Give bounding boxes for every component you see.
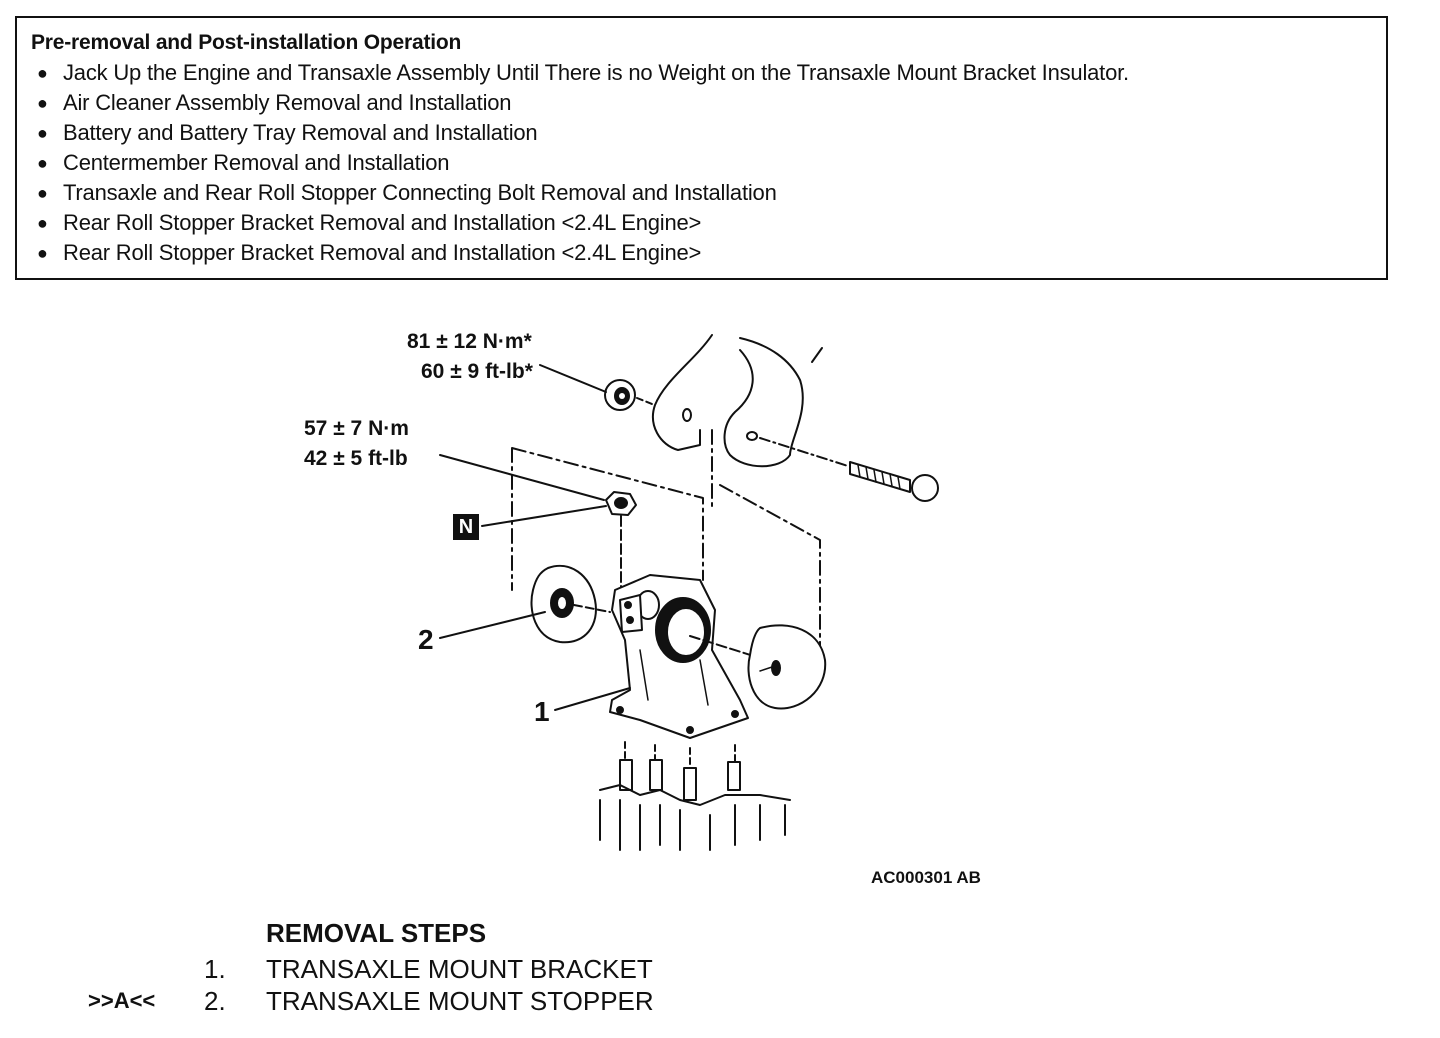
mid-nut-icon: [605, 491, 637, 516]
leader-line: [481, 505, 607, 527]
torque-label-top-ftlb: 60 ± 9 ft-lb*: [421, 360, 533, 383]
list-item: ●Transaxle and Rear Roll Stopper Connect…: [31, 178, 1372, 208]
centerline: [636, 397, 653, 405]
frame-hole: [746, 431, 758, 441]
step-label: TRANSAXLE MOUNT BRACKET: [266, 954, 653, 984]
mount-bracket-icon: [609, 574, 749, 739]
step-label: TRANSAXLE MOUNT STOPPER: [266, 986, 654, 1016]
frame-hole: [682, 408, 692, 422]
removal-step: >>A<< 2. TRANSAXLE MOUNT STOPPER: [0, 986, 900, 1018]
bullet-icon: ●: [37, 213, 48, 233]
frame-right-bracket: [723, 337, 804, 468]
pre-removal-title: Pre-removal and Post-installation Operat…: [31, 31, 462, 54]
frame-left-bracket: [652, 334, 713, 451]
torque-label-top-nm: 81 ± 12 N·m*: [407, 330, 532, 353]
pre-removal-list: ●Jack Up the Engine and Transaxle Assemb…: [31, 58, 1372, 268]
part-number-2: 2: [418, 624, 434, 655]
bullet-icon: ●: [37, 183, 48, 203]
leader-line: [554, 687, 631, 711]
through-bolt-icon: [759, 437, 939, 502]
torque-label-mid-ftlb: 42 ± 5 ft-lb: [304, 447, 408, 470]
step-reference: >>A<<: [88, 988, 156, 1013]
transaxle-studs-icon: [599, 741, 791, 851]
list-item: ●Rear Roll Stopper Bracket Removal and I…: [31, 238, 1372, 268]
insulator-plate-icon: [747, 624, 827, 710]
leader-line: [439, 454, 605, 501]
assembly-guide: [511, 447, 821, 686]
bullet-icon: ●: [37, 63, 48, 83]
bullet-icon: ●: [37, 243, 48, 263]
centerline: [689, 635, 761, 659]
mount-stopper-icon: [530, 564, 597, 644]
pre-removal-box: Pre-removal and Post-installation Operat…: [15, 16, 1388, 280]
list-item: ●Rear Roll Stopper Bracket Removal and I…: [31, 208, 1372, 238]
torque-label-mid-nm: 57 ± 7 N·m: [304, 417, 409, 440]
part-number-1: 1: [534, 696, 550, 727]
leader-line: [539, 364, 607, 393]
figure-id: AC000301 AB: [871, 868, 981, 887]
step-number: 2.: [204, 986, 226, 1016]
list-item: ●Centermember Removal and Installation: [31, 148, 1372, 178]
leader-line: [439, 611, 546, 639]
removal-step: 1. TRANSAXLE MOUNT BRACKET: [0, 954, 900, 986]
list-item: ●Battery and Battery Tray Removal and In…: [31, 118, 1372, 148]
centerline: [573, 604, 611, 613]
removal-steps-title: REMOVAL STEPS: [266, 918, 487, 948]
list-item: ●Air Cleaner Assembly Removal and Instal…: [31, 88, 1372, 118]
non-reusable-badge: N: [453, 514, 479, 540]
bullet-icon: ●: [37, 123, 48, 143]
bullet-icon: ●: [37, 93, 48, 113]
list-item: ●Jack Up the Engine and Transaxle Assemb…: [31, 58, 1372, 88]
step-number: 1.: [204, 954, 226, 984]
frame-edge: [811, 347, 823, 363]
bullet-icon: ●: [37, 153, 48, 173]
top-nut-icon: [604, 379, 636, 411]
